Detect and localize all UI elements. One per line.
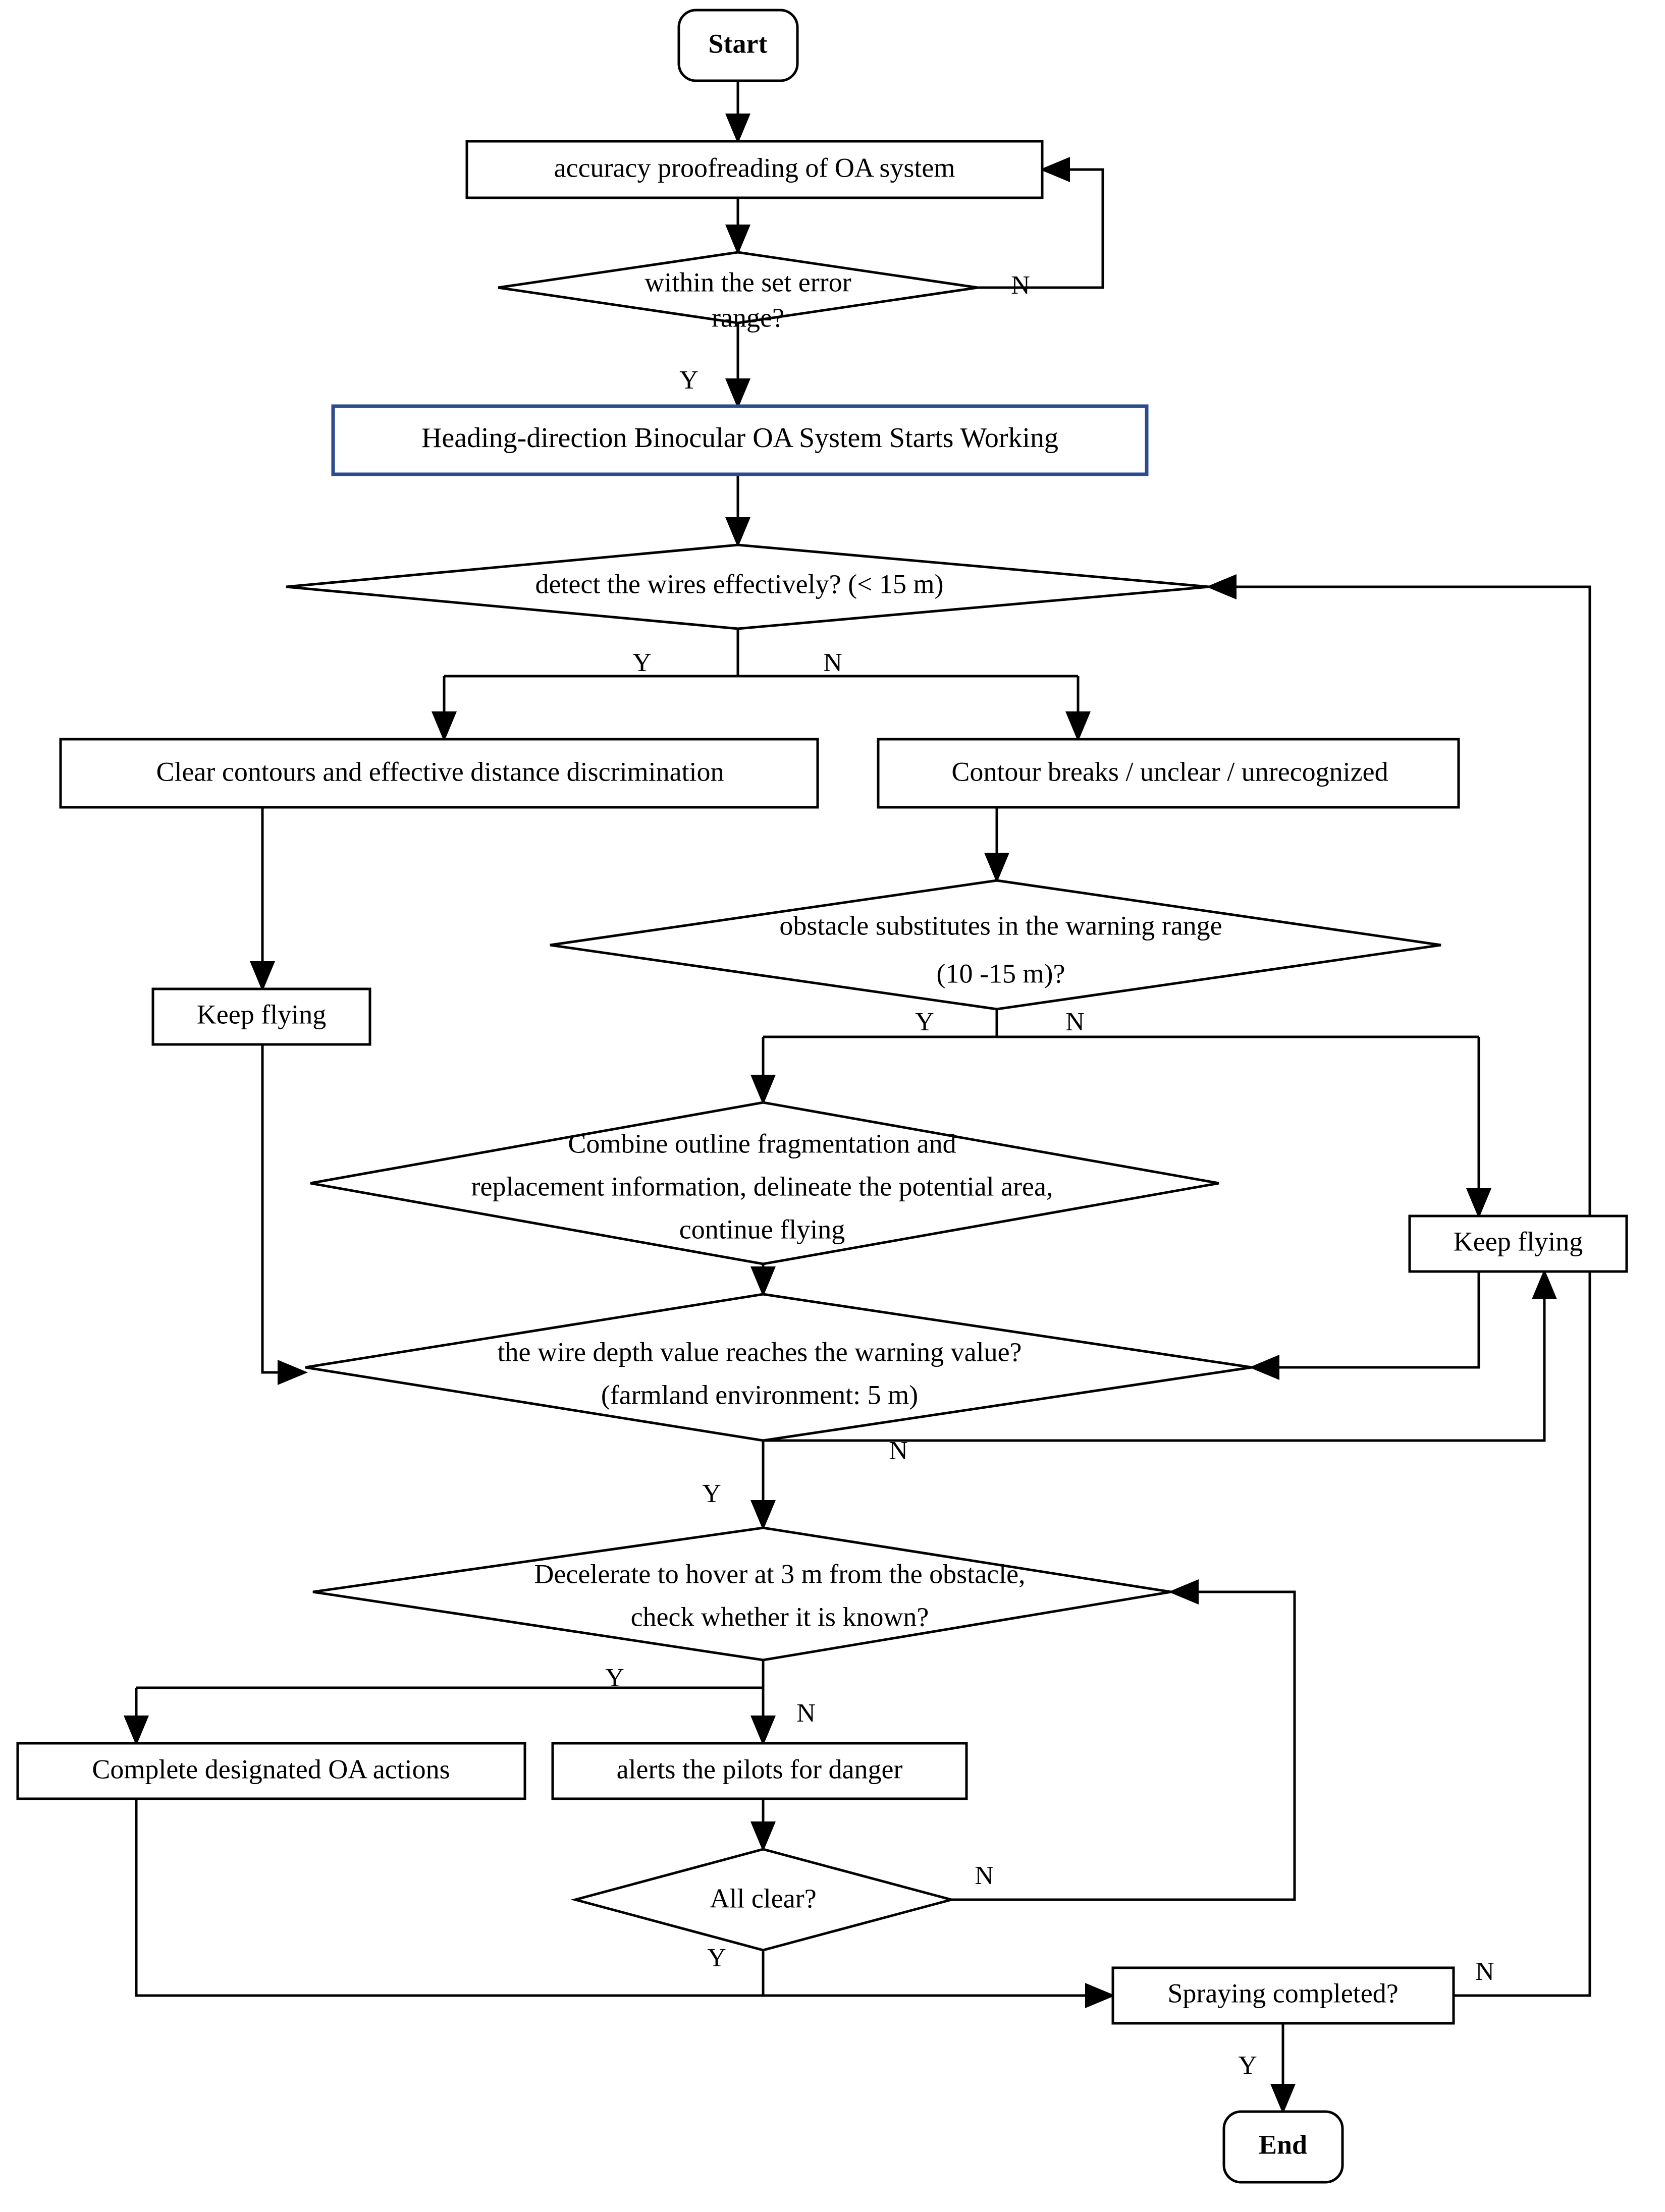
end-shape xyxy=(1222,2110,1344,2184)
decelerate-line1: Decelerate to hover at 3 m from the obst… xyxy=(534,1559,1025,1589)
spraying-completed-label: Spraying completed? xyxy=(1167,1978,1398,2008)
label-wire-depth-y: Y xyxy=(702,1479,721,1508)
node-clear-contours[interactable]: Clear contours and effective distance di… xyxy=(59,738,819,809)
accuracy-shape xyxy=(465,140,1044,199)
node-start[interactable]: Start xyxy=(677,9,799,82)
obstacle-substitutes-line1: obstacle substitutes in the warning rang… xyxy=(779,910,1222,941)
contour-breaks-shape xyxy=(877,738,1460,809)
combine-outline-line2: replacement information, delineate the p… xyxy=(471,1171,1053,1201)
keep-flying-left-label: Keep flying xyxy=(197,999,326,1029)
detect-wires-shape xyxy=(286,543,1209,630)
obstacle-substitutes-line2: (10 -15 m)? xyxy=(937,958,1065,988)
end-label: End xyxy=(1259,2129,1307,2160)
start-label: Start xyxy=(709,28,768,59)
within-error-shape xyxy=(498,251,978,324)
complete-oa-shape xyxy=(16,1742,526,1800)
decelerate-line2: check whether it is known? xyxy=(631,1601,929,1632)
combine-outline-line1: Combine outline fragmentation and xyxy=(568,1128,956,1158)
node-contour-breaks[interactable]: Contour breaks / unclear / unrecognized xyxy=(877,738,1460,809)
start-shape xyxy=(677,9,799,82)
node-decelerate-hover[interactable]: Decelerate to hover at 3 m from the obst… xyxy=(312,1526,1171,1662)
edge-completeoa-spraying xyxy=(135,1799,1115,2008)
within-error-line1: within the set error xyxy=(644,267,851,297)
contour-breaks-label: Contour breaks / unclear / unrecognized xyxy=(951,756,1388,787)
node-accuracy-proofreading[interactable]: accuracy proofreading of OA system xyxy=(465,140,1044,199)
edge-labels-layer: N Y Y N Y N N Y Y N N Y N Y xyxy=(605,271,1494,2080)
label-wire-depth-n: N xyxy=(889,1436,908,1465)
label-detect-wires-y: Y xyxy=(632,648,652,677)
edge-spraying-n-detect xyxy=(1206,574,1591,1997)
node-heading-direction-system[interactable]: Heading-direction Binocular OA System St… xyxy=(331,404,1149,476)
accuracy-label: accuracy proofreading of OA system xyxy=(554,152,955,183)
keep-flying-right-shape xyxy=(1408,1214,1628,1273)
complete-oa-label: Complete designated OA actions xyxy=(92,1754,450,1784)
keep-flying-left-shape xyxy=(151,987,371,1046)
label-within-error-y: Y xyxy=(679,366,699,395)
label-detect-wires-n: N xyxy=(823,648,842,677)
within-error-line2: range? xyxy=(712,302,784,333)
label-decelerate-y: Y xyxy=(605,1664,624,1692)
node-wire-depth-value[interactable]: the wire depth value reaches the warning… xyxy=(305,1293,1252,1442)
node-alerts-pilots[interactable]: alerts the pilots for danger xyxy=(551,1742,968,1800)
node-detect-wires[interactable]: detect the wires effectively? (< 15 m) xyxy=(286,543,1209,630)
wire-depth-line1: the wire depth value reaches the warning… xyxy=(497,1337,1022,1367)
node-complete-oa-actions[interactable]: Complete designated OA actions xyxy=(16,1742,526,1800)
heading-system-label: Heading-direction Binocular OA System St… xyxy=(421,422,1058,454)
label-spraying-n: N xyxy=(1475,1957,1494,1986)
alerts-pilots-shape xyxy=(551,1742,968,1800)
node-keep-flying-left[interactable]: Keep flying xyxy=(151,987,371,1046)
node-keep-flying-right[interactable]: Keep flying xyxy=(1408,1214,1628,1273)
edge-keepleft-wiredepth xyxy=(261,1044,308,1385)
node-combine-outline[interactable]: Combine outline fragmentation and replac… xyxy=(310,1101,1219,1265)
clear-contours-shape xyxy=(59,738,819,809)
label-obstacle-y: Y xyxy=(915,1008,934,1036)
heading-system-shape xyxy=(331,404,1149,476)
detect-wires-label: detect the wires effectively? (< 15 m) xyxy=(535,569,943,599)
node-within-error-range[interactable]: within the set error range? xyxy=(498,251,978,333)
label-within-error-n: N xyxy=(1011,271,1030,300)
edges-layer xyxy=(124,81,1591,2114)
label-all-clear-y: Y xyxy=(707,1944,726,1972)
wire-depth-line2: (farmland environment: 5 m) xyxy=(601,1379,918,1410)
combine-outline-line3: continue flying xyxy=(679,1214,845,1244)
label-obstacle-n: N xyxy=(1065,1008,1085,1036)
all-clear-shape xyxy=(570,1848,956,1952)
wire-depth-shape xyxy=(305,1293,1252,1442)
combine-outline-shape xyxy=(310,1101,1219,1265)
decelerate-shape xyxy=(312,1526,1171,1662)
clear-contours-label: Clear contours and effective distance di… xyxy=(156,756,724,787)
edge-keepright-wiredepth xyxy=(1249,1271,1480,1380)
label-spraying-y: Y xyxy=(1238,2051,1257,2080)
node-obstacle-substitutes[interactable]: obstacle substitutes in the warning rang… xyxy=(550,879,1441,1011)
alerts-pilots-label: alerts the pilots for danger xyxy=(617,1754,903,1784)
edge-wiredepth-n-keepright xyxy=(763,1269,1557,1442)
node-end[interactable]: End xyxy=(1222,2110,1344,2184)
node-spraying-completed[interactable]: Spraying completed? xyxy=(1111,1966,1455,2025)
edge-within-n-loop xyxy=(978,157,1104,289)
spraying-completed-shape xyxy=(1111,1966,1455,2025)
edge-allclear-n-decelerate xyxy=(951,1579,1296,1901)
label-decelerate-n: N xyxy=(796,1699,816,1728)
keep-flying-right-label: Keep flying xyxy=(1454,1226,1583,1256)
all-clear-label: All clear? xyxy=(710,1883,816,1913)
node-all-clear[interactable]: All clear? xyxy=(570,1848,956,1952)
obstacle-substitutes-shape xyxy=(550,879,1441,1011)
label-all-clear-n: N xyxy=(975,1861,994,1890)
